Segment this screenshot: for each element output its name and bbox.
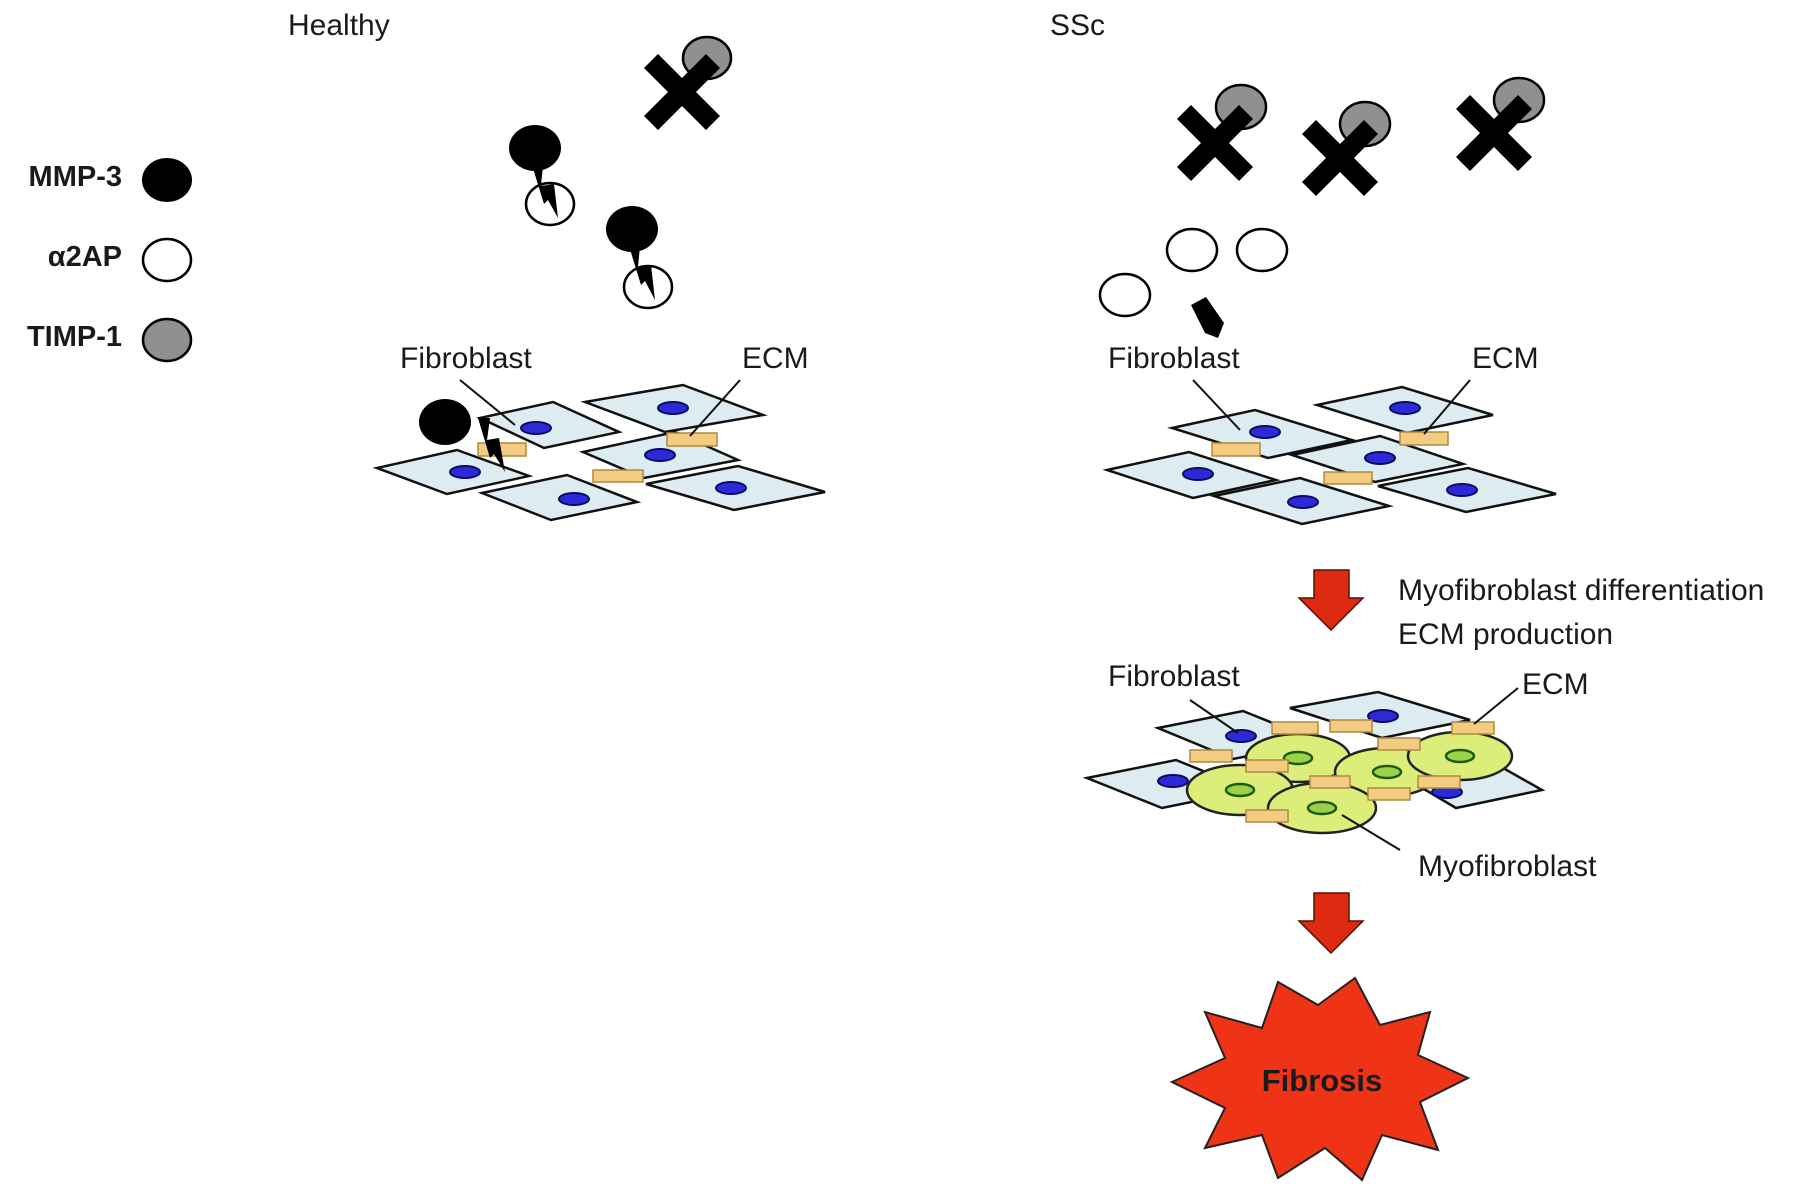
ecm-fragment <box>477 442 527 457</box>
ecm-fragment <box>592 469 644 483</box>
healthy-title: Healthy <box>288 9 390 42</box>
ecm-fragment <box>1399 431 1449 446</box>
myofibroblast-leader-line <box>1341 814 1401 851</box>
fibrosis-burst: Fibrosis <box>1169 976 1471 1182</box>
ecm-fragment <box>1245 759 1289 773</box>
a2ap-icon <box>1235 227 1289 273</box>
nucleus <box>1287 495 1319 509</box>
nucleus <box>657 401 689 415</box>
a2ap-icon <box>1165 227 1219 273</box>
myofibroblast-nucleus <box>1371 764 1403 780</box>
ecm-label-healthy: ECM <box>742 342 809 375</box>
down-arrow-icon <box>1297 892 1365 955</box>
nucleus <box>520 421 552 435</box>
fibroblast-leader-line <box>1189 699 1239 734</box>
timp1-legend-icon <box>141 317 193 363</box>
ecm-fragment <box>666 432 718 447</box>
legend-item-timp1: TIMP-1 <box>27 317 193 363</box>
ecm-fragment <box>1245 809 1289 823</box>
blocked-cleave-fragment-icon <box>1191 297 1224 338</box>
legend: MMP-3 α2AP TIMP-1 <box>27 158 193 363</box>
mmp3-icon <box>509 125 561 171</box>
nucleus <box>449 465 481 479</box>
blocked-timp1-ssc-2 <box>1302 100 1392 196</box>
step-label-ecm-production: ECM production <box>1398 618 1613 651</box>
legend-label-a2ap: α2AP <box>48 241 122 273</box>
nucleus <box>1182 467 1214 481</box>
fibroblast-leader-line <box>1192 379 1241 431</box>
nucleus <box>1225 729 1257 743</box>
myofibroblast-nucleus <box>1444 748 1476 764</box>
fibroblast-label-ssc: Fibroblast <box>1108 342 1240 375</box>
legend-item-a2ap: α2AP <box>48 237 193 283</box>
nucleus <box>644 448 676 462</box>
legend-label-mmp3: MMP-3 <box>29 161 122 193</box>
nucleus <box>1157 774 1189 788</box>
nucleus <box>715 481 747 495</box>
legend-item-mmp3: MMP-3 <box>29 158 192 202</box>
a2ap-icon <box>1098 272 1152 318</box>
lightning-cleave-icon <box>532 165 558 218</box>
nucleus <box>1446 483 1478 497</box>
mmp3-icon <box>606 206 658 252</box>
ssc-title: SSc <box>1050 9 1105 42</box>
ecm-fragment <box>1451 721 1495 735</box>
myofibroblast-label: Myofibroblast <box>1418 850 1597 883</box>
ecm-fragment <box>1367 787 1411 801</box>
nucleus <box>1249 425 1281 439</box>
nucleus <box>558 492 590 506</box>
blocked-cross-icon <box>1177 105 1253 181</box>
ecm-fragment <box>1323 471 1373 485</box>
mmp3-icon <box>419 399 471 445</box>
lightning-cleave-icon <box>478 418 505 472</box>
blocked-timp1-ssc-1 <box>1177 83 1268 181</box>
a2ap-icon <box>524 181 576 227</box>
blocked-cross-icon <box>1302 120 1378 196</box>
mmp3-cleaving-a2ap-2 <box>606 206 674 310</box>
nucleus <box>1367 709 1399 723</box>
ecm-label-tissue: ECM <box>1522 668 1589 701</box>
nucleus <box>1364 451 1396 465</box>
ecm-leader-line <box>1423 379 1471 435</box>
fibroblast-label-healthy: Fibroblast <box>400 342 532 375</box>
lightning-cleave-icon <box>629 246 655 300</box>
myofibroblast-nucleus <box>1282 750 1314 766</box>
myofibroblast-nucleus <box>1224 782 1256 798</box>
fibroblast-layer-healthy <box>372 383 826 522</box>
mmp3-legend-icon <box>142 158 192 202</box>
fibrotic-tissue <box>1082 690 1546 835</box>
ecm-label-ssc: ECM <box>1472 342 1539 375</box>
ecm-fragment <box>1189 749 1233 763</box>
fibroblast-label-tissue: Fibroblast <box>1108 660 1240 693</box>
blocked-timp1-ssc-3 <box>1456 76 1546 171</box>
fibrosis-label: Fibrosis <box>1262 1063 1383 1098</box>
ecm-fragment <box>1417 775 1461 789</box>
ecm-fragment <box>1211 442 1261 457</box>
myofibroblast-nucleus <box>1306 800 1338 816</box>
nucleus <box>1389 401 1421 415</box>
ecm-fragment <box>1329 719 1373 733</box>
ecm-fragment <box>1377 737 1421 751</box>
ecm-fragment <box>1271 721 1319 735</box>
down-arrow-icon <box>1297 569 1365 632</box>
fibroblast-leader-line <box>459 379 516 426</box>
mmp3-cleaving-a2ap-1 <box>509 125 576 227</box>
fibrosis-burst-icon <box>1169 976 1471 1182</box>
step-label-myofibroblast-differentiation: Myofibroblast differentiation <box>1398 574 1764 607</box>
ecm-leader-line <box>689 379 741 437</box>
a2ap-legend-icon <box>141 237 193 283</box>
ecm-fragment <box>1309 775 1351 789</box>
fibroblast-layer-ssc <box>1102 385 1557 526</box>
blocked-timp1-healthy <box>644 35 733 130</box>
ecm-leader-line <box>1473 687 1519 725</box>
blocked-cross-icon <box>644 54 720 130</box>
legend-label-timp1: TIMP-1 <box>27 321 122 353</box>
